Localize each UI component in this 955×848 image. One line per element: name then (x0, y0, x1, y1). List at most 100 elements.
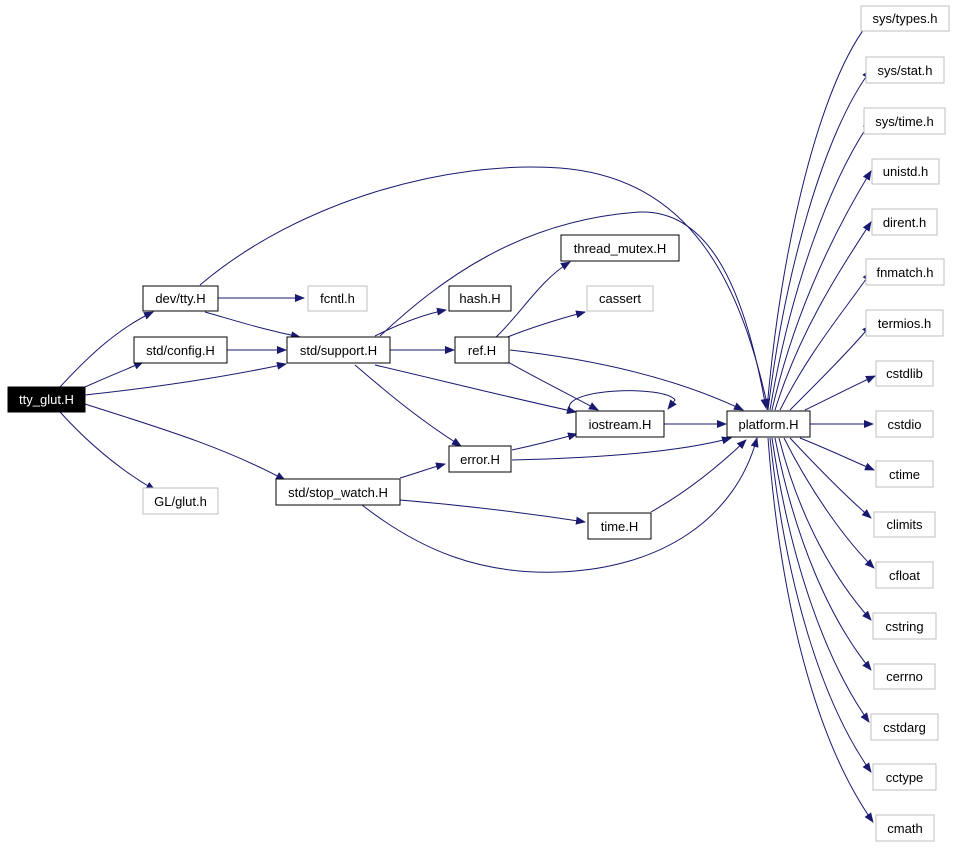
edge-platform-to-unistd (771, 170, 872, 411)
node-cctype-label: cctype (886, 770, 924, 785)
node-dirent[interactable]: dirent.h (871, 208, 938, 236)
node-sys-stat[interactable]: sys/stat.h (865, 56, 945, 84)
edge-platform-to-climits (789, 437, 872, 519)
node-cstdarg-label: cstdarg (883, 720, 926, 735)
edge-stop-watch-to-platform (361, 437, 759, 573)
edge-ref-to-cassert (504, 310, 586, 339)
node-thread-mutex-label: thread_mutex.H (574, 241, 667, 256)
node-ref-label: ref.H (468, 343, 496, 358)
node-hash[interactable]: hash.H (448, 285, 512, 312)
edge-tty-glut-to-std-support (84, 361, 287, 396)
edge-time-to-platform (650, 439, 747, 513)
node-cstdlib[interactable]: cstdlib (875, 360, 934, 387)
node-std-stop-watch[interactable]: std/stop_watch.H (275, 478, 401, 506)
node-cstring[interactable]: cstring (872, 612, 937, 640)
edge-dev-tty-to-platform (199, 166, 770, 409)
edges (59, 19, 876, 823)
node-termios[interactable]: termios.h (865, 309, 944, 337)
node-gl-glut[interactable]: GL/glut.h (142, 487, 219, 515)
node-thread-mutex[interactable]: thread_mutex.H (560, 234, 680, 262)
node-tty-glut[interactable]: tty_glut.H (7, 386, 86, 413)
node-cassert[interactable]: cassert (586, 285, 654, 312)
node-climits-label: climits (886, 517, 923, 532)
node-ref[interactable]: ref.H (454, 336, 510, 364)
node-cstdarg[interactable]: cstdarg (870, 713, 939, 741)
edge-platform-to-fnmatch (779, 271, 872, 411)
node-sys-stat-label: sys/stat.h (878, 63, 933, 78)
node-termios-label: termios.h (878, 316, 931, 331)
edge-tty-glut-to-gl-glut (59, 411, 156, 491)
edge-platform-to-termios (789, 324, 872, 411)
edge-iostream-self (569, 390, 677, 411)
node-tty-glut-label: tty_glut.H (19, 392, 74, 407)
edge-platform-to-cmath (767, 437, 874, 823)
edge-stop-watch-to-time (399, 499, 586, 525)
node-platform[interactable]: platform.H (726, 410, 811, 438)
node-cerrno-label: cerrno (886, 669, 923, 684)
node-cerrno[interactable]: cerrno (873, 663, 936, 690)
edge-error-to-iostream (511, 432, 578, 451)
edge-platform-to-sys-stat (767, 69, 872, 411)
edge-ref-to-thread-mutex (494, 261, 571, 339)
node-dirent-label: dirent.h (883, 215, 926, 230)
edge-ref-to-iostream (507, 361, 599, 411)
edge-std-support-to-hash (374, 307, 447, 337)
node-iostream-label: iostream.H (589, 417, 652, 432)
node-unistd[interactable]: unistd.h (871, 158, 940, 185)
node-std-support-label: std/support.H (300, 343, 377, 358)
node-time[interactable]: time.H (587, 512, 652, 540)
node-dev-tty-label: dev/tty.H (155, 291, 205, 306)
node-sys-types-label: sys/types.h (872, 11, 937, 26)
edge-error-to-platform (511, 436, 732, 461)
edge-platform-to-cctype (769, 437, 872, 773)
node-time-label: time.H (601, 519, 639, 534)
edge-platform-to-ctime (799, 437, 875, 471)
edge-platform-to-cstdlib (804, 375, 876, 411)
node-iostream[interactable]: iostream.H (575, 410, 665, 438)
node-gl-glut-label: GL/glut.h (154, 494, 207, 509)
node-cstdio-label: cstdio (888, 417, 922, 432)
node-std-support[interactable]: std/support.H (286, 336, 391, 364)
node-fcntl[interactable]: fcntl.h (307, 285, 368, 312)
node-cmath-label: cmath (887, 821, 922, 836)
edge-tty-glut-to-std-config (84, 361, 144, 388)
node-cstdlib-label: cstdlib (886, 366, 923, 381)
node-std-config[interactable]: std/config.H (133, 336, 228, 364)
node-std-config-label: std/config.H (146, 343, 215, 358)
edge-platform-to-cfloat (783, 437, 875, 569)
node-sys-time[interactable]: sys/time.h (863, 107, 946, 135)
edge-tty-glut-to-stop-watch (84, 403, 286, 481)
node-cmath[interactable]: cmath (875, 814, 935, 842)
edge-platform-to-cstring (778, 437, 872, 621)
node-dev-tty[interactable]: dev/tty.H (142, 285, 219, 312)
node-cassert-label: cassert (599, 291, 641, 306)
node-ctime[interactable]: ctime (875, 460, 934, 488)
node-error-label: error.H (460, 452, 500, 467)
edge-std-support-to-iostream (374, 364, 577, 415)
edge-platform-to-cerrno (774, 437, 872, 671)
node-cstdio[interactable]: cstdio (875, 410, 934, 438)
node-fnmatch[interactable]: fnmatch.h (865, 258, 945, 286)
edge-ref-to-platform (509, 349, 744, 411)
node-std-stop-watch-label: std/stop_watch.H (288, 485, 388, 500)
node-fnmatch-label: fnmatch.h (876, 265, 933, 280)
edge-stop-watch-to-error (399, 462, 446, 479)
node-fcntl-label: fcntl.h (320, 291, 355, 306)
node-platform-label: platform.H (739, 417, 799, 432)
node-cctype[interactable]: cctype (872, 763, 937, 791)
node-sys-types[interactable]: sys/types.h (860, 5, 950, 32)
edge-tty-glut-to-dev-tty (59, 311, 154, 388)
edge-dev-tty-to-std-support (204, 311, 301, 340)
edge-std-support-to-error (354, 364, 462, 447)
node-sys-time-label: sys/time.h (875, 114, 934, 129)
edge-platform-to-sys-types (766, 19, 872, 411)
edge-platform-to-sys-time (769, 120, 872, 411)
node-ctime-label: ctime (889, 467, 920, 482)
node-error[interactable]: error.H (448, 445, 512, 473)
node-cfloat[interactable]: cfloat (875, 561, 934, 589)
node-cstring-label: cstring (885, 619, 923, 634)
node-hash-label: hash.H (459, 291, 500, 306)
node-cfloat-label: cfloat (889, 568, 920, 583)
edge-platform-to-dirent (774, 221, 872, 411)
node-climits[interactable]: climits (873, 511, 936, 538)
